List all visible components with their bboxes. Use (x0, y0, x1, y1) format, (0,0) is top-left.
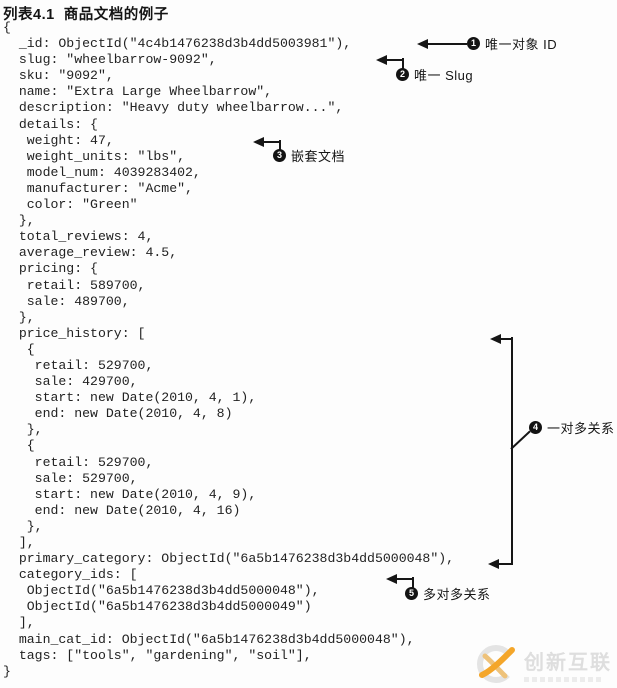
annotation-badge-3: 3 (273, 149, 286, 162)
annotation-line (412, 577, 414, 589)
annotation-line (264, 140, 281, 143)
annotation-line (402, 58, 404, 70)
watermark-logo-icon (477, 645, 515, 683)
listing-title: 列表4.1 商品文档的例子 (3, 7, 169, 23)
annotation-label: 多对多关系 (423, 587, 491, 602)
annotation-one-to-many-top-arrow (490, 332, 512, 345)
watermark-text: 创新互联 (524, 652, 612, 674)
annotation-badge-4: 4 (529, 421, 542, 434)
annotation-label: 唯一对象 ID (485, 37, 558, 52)
watermark: 创新互联 (473, 641, 612, 687)
annotation-line (279, 140, 281, 151)
arrow-left-icon (490, 333, 501, 344)
annotation-label: 唯一 Slug (414, 68, 474, 83)
watermark-subtext (524, 677, 604, 682)
annotation-line (499, 562, 512, 565)
annotation-unique-slug: 2 唯一 Slug (396, 68, 474, 83)
annotation-nested-doc: 3 嵌套文档 (273, 149, 346, 164)
code-listing: { _id: ObjectId("4c4b1476238d3b4dd500398… (3, 20, 455, 679)
arrow-left-icon (417, 38, 428, 49)
arrow-left-icon (376, 54, 387, 65)
annotation-one-to-many-bottom-arrow (488, 557, 512, 570)
annotation-label: 一对多关系 (547, 421, 615, 436)
annotation-line (501, 337, 512, 340)
annotation-unique-object-id: 1 唯一对象 ID (417, 37, 558, 52)
annotation-bracket-line (511, 337, 513, 565)
annotation-line (428, 42, 467, 45)
arrow-left-icon (386, 573, 397, 584)
annotation-badge-5: 5 (405, 587, 418, 600)
annotation-line (510, 430, 531, 450)
annotation-nested-doc-arrow (253, 135, 281, 148)
annotation-line (397, 577, 414, 580)
annotation-label: 嵌套文档 (291, 149, 346, 164)
annotation-line (387, 58, 404, 61)
arrow-left-icon (488, 558, 499, 569)
annotation-badge-2: 2 (396, 68, 409, 81)
arrow-left-icon (253, 136, 264, 147)
annotation-unique-slug-arrow (376, 53, 404, 66)
annotation-many-to-many-arrow (386, 572, 414, 585)
annotation-many-to-many: 5 多对多关系 (405, 587, 491, 602)
annotation-badge-1: 1 (467, 37, 480, 50)
annotation-one-to-many: 4 一对多关系 (529, 421, 615, 436)
